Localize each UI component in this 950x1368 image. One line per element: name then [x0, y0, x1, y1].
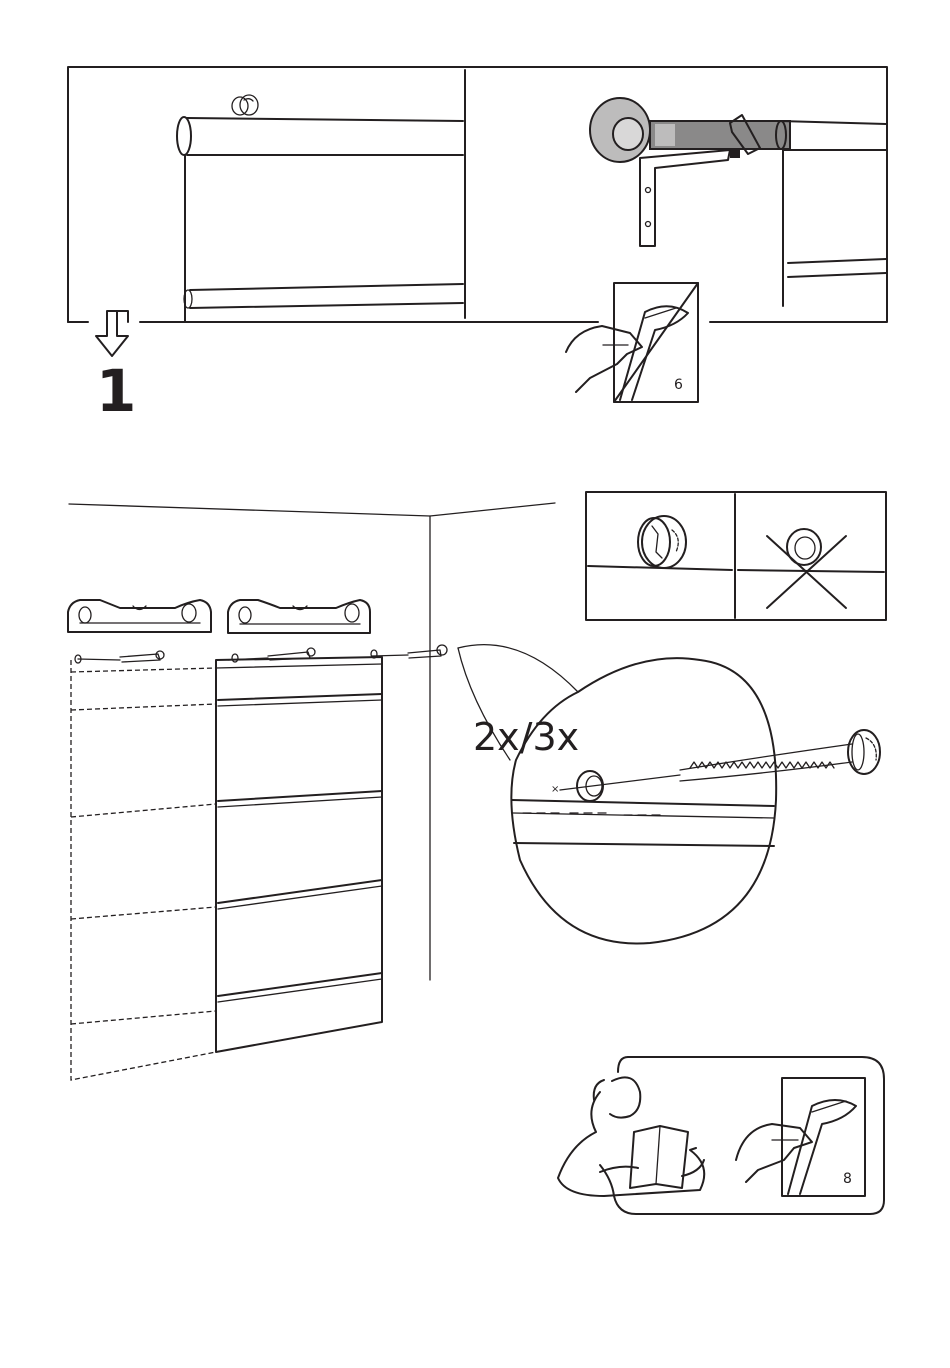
screw-tip-mark: ×	[551, 784, 559, 795]
correct-incorrect-inset	[586, 492, 886, 620]
step-number: 1	[96, 357, 136, 425]
down-arrow-icon	[96, 311, 128, 356]
quantity-label: 2x/3x	[473, 715, 579, 759]
page-turn-hand-icon: 6	[566, 283, 698, 402]
wall-scene	[68, 503, 578, 1080]
correct-knob-position	[588, 516, 732, 570]
page-reference-bottom: 8	[843, 1171, 852, 1187]
mounting-bracket-right	[228, 600, 370, 633]
top-panel	[68, 67, 887, 322]
magnified-detail: 2x/3x ×	[473, 658, 880, 943]
read-manual-box: 8	[558, 1057, 884, 1214]
roman-blind	[216, 657, 382, 1052]
headrail-screws	[75, 645, 447, 663]
incorrect-knob-position	[738, 529, 884, 608]
mounting-bracket-left	[68, 600, 211, 632]
page-turn-hand-icon-bottom: 8	[736, 1078, 865, 1196]
long-screw	[560, 730, 880, 790]
page-reference-top: 6	[674, 377, 683, 393]
cord-knob	[232, 95, 258, 115]
rolled-blind-closeup	[177, 95, 463, 321]
ghost-blind-outline	[71, 660, 216, 1080]
curtain-rod-bracket	[590, 98, 886, 306]
reading-person-icon	[558, 1077, 704, 1196]
